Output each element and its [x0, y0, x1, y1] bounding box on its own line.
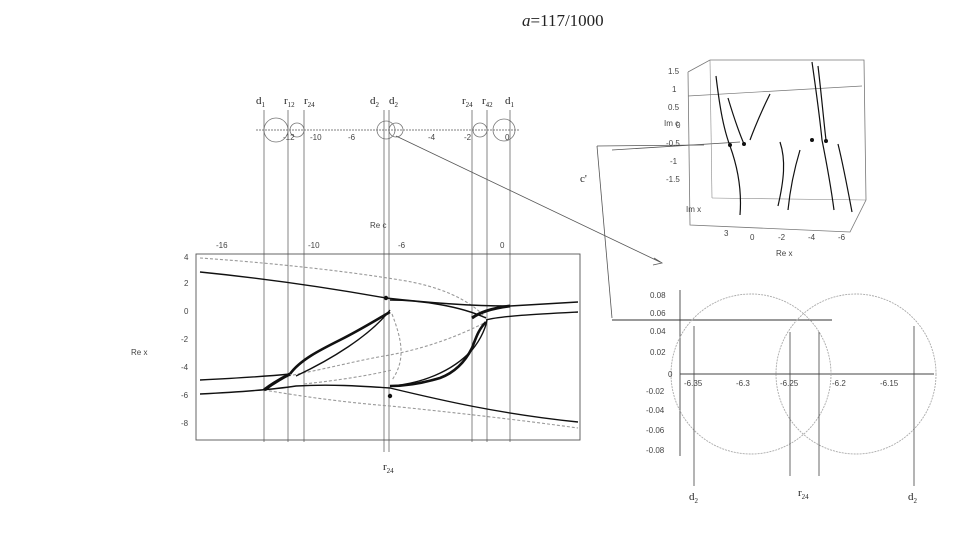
- top-label-d2b: d2: [389, 95, 399, 109]
- main-y-tick: -2: [181, 335, 189, 344]
- figure-title: a=117/1000: [522, 11, 604, 30]
- y-axis-label: Im x: [686, 205, 701, 214]
- z-tick: -0.5: [666, 139, 680, 148]
- x-axis-label: Re x: [776, 249, 792, 258]
- zoom-y-tick: 0.08: [650, 291, 666, 300]
- x-tick: 3: [724, 229, 729, 238]
- z-tick: 0.5: [668, 103, 680, 112]
- z-tick: 0: [676, 121, 681, 130]
- main-y-tick: 2: [184, 279, 189, 288]
- main-y-tick: -8: [181, 419, 189, 428]
- zoom-x-tick: -6.3: [736, 379, 750, 388]
- main-bottom-label: r24: [383, 461, 394, 475]
- zoom-x-tick: -6.25: [780, 379, 799, 388]
- plot3d-points: [728, 138, 828, 147]
- main-top-tick: -6: [398, 241, 406, 250]
- black-curves: [199, 271, 579, 423]
- z-axis-label: Im c: [664, 119, 679, 128]
- top-circle-6: [492, 118, 516, 142]
- top-tick-label: -12: [283, 133, 295, 142]
- z-tick: -1.5: [666, 175, 680, 184]
- top-tick-label: -2: [464, 133, 472, 142]
- main-plot-frame: [195, 253, 581, 441]
- top-tick-label: -6: [348, 133, 356, 142]
- main-top-tick: 0: [500, 241, 505, 250]
- zoom-label-d2: d2: [689, 491, 699, 505]
- plot-3d: 1.5 1 0.5 0 -0.5 -1 -1.5 Im c 3 0 -2 -4 …: [580, 59, 867, 258]
- zoom-y-tick: -0.02: [646, 387, 665, 396]
- top-tick-label: -4: [428, 133, 436, 142]
- zoom-y-tick: -0.08: [646, 446, 665, 455]
- top-circle-3: [376, 120, 396, 140]
- z-tick: 1: [672, 85, 677, 94]
- marker-dots: [383, 295, 393, 399]
- guide-lines: [263, 110, 511, 452]
- top-label-r24: r24: [304, 95, 315, 109]
- main-plot: -16 -10 -6 0 Re c 4 2 0 -2 -4 -6 -8 Re x: [131, 221, 581, 475]
- main-y-tick: 0: [184, 307, 189, 316]
- main-y-tick: -6: [181, 391, 189, 400]
- main-top-label: Re c: [370, 221, 386, 230]
- top-strip: -12 -10 -6 -4 -2 0 d1 r12 r24 d2 d2 r24 …: [256, 95, 520, 143]
- top-label-r24b: r24: [462, 95, 473, 109]
- zoom-label-r24: r24: [798, 487, 809, 501]
- zoom-x-tick: -6.15: [880, 379, 899, 388]
- zoom-y-tick: -0.04: [646, 406, 665, 415]
- zoom-x-tick: -6.2: [832, 379, 846, 388]
- main-y-tick: -4: [181, 363, 189, 372]
- zoom-y-tick: 0.06: [650, 309, 666, 318]
- top-label-d1b: d1: [505, 95, 515, 109]
- zoom-plot: 0.08 0.06 0.04 0.02 0 -0.02 -0.04 -0.06 …: [612, 290, 937, 505]
- top-label-d1: d1: [256, 95, 266, 109]
- main-y-tick: 4: [184, 253, 189, 262]
- main-y-label: Re x: [131, 348, 147, 357]
- zoom-y-tick: 0.04: [650, 327, 666, 336]
- plot3d-curves: [715, 61, 853, 216]
- x-tick: -2: [778, 233, 786, 242]
- c-prime-label: c': [580, 173, 587, 185]
- z-tick: -1: [670, 157, 678, 166]
- top-tick-label: -10: [310, 133, 322, 142]
- connector-arrows: [395, 135, 741, 319]
- zoom-y-tick: 0.02: [650, 348, 666, 357]
- top-label-r12: r12: [284, 95, 295, 109]
- zoom-y-tick: 0: [668, 370, 673, 379]
- zoom-x-tick: -6.35: [684, 379, 703, 388]
- main-top-tick: -10: [308, 241, 320, 250]
- top-label-r42: r42: [482, 95, 493, 109]
- z-tick: 1.5: [668, 67, 680, 76]
- zoom-label-d2b: d2: [908, 491, 918, 505]
- top-label-d2: d2: [370, 95, 380, 109]
- grey-branches: [199, 257, 579, 429]
- zoom-y-tick: -0.06: [646, 426, 665, 435]
- x-tick: 0: [750, 233, 755, 242]
- top-tick-label: 0: [505, 133, 510, 142]
- main-top-tick: -16: [216, 241, 228, 250]
- x-tick: -4: [808, 233, 816, 242]
- x-tick: -6: [838, 233, 846, 242]
